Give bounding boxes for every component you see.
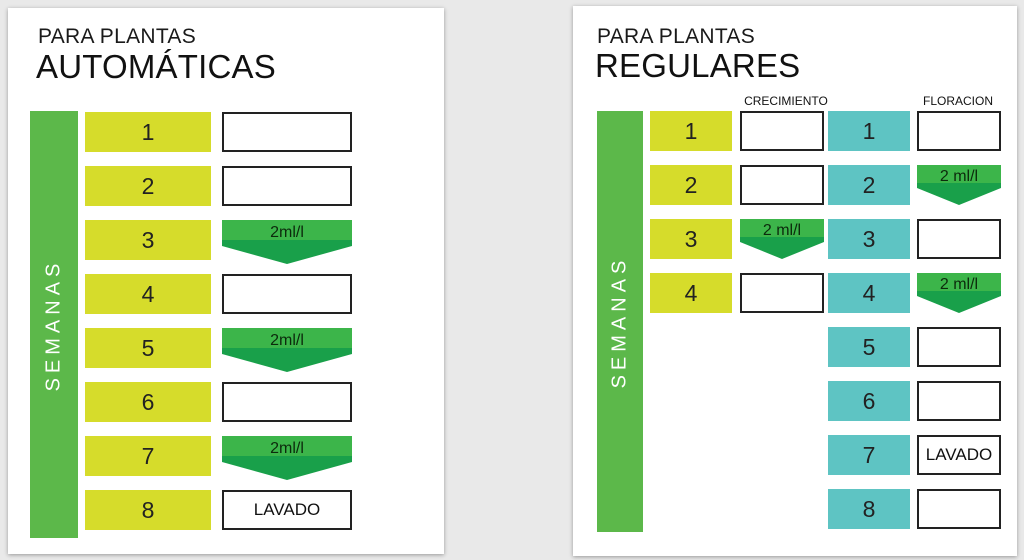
growth-week-number: 4 — [650, 273, 732, 313]
flower-week-2-dose-marker: 2 ml/l — [917, 165, 1001, 205]
growth-week-number: 1 — [650, 111, 732, 151]
auto-week-8-box: LAVADO — [222, 490, 352, 530]
flower-week-2-dose-label: 2 ml/l — [939, 168, 979, 185]
flower-week-2-dose-arrow-icon — [917, 165, 1001, 205]
auto-week-1-box — [222, 112, 352, 152]
flower-week-number: 1 — [828, 111, 910, 151]
flower-week-number: 8 — [828, 489, 910, 529]
flower-week-3-box — [917, 219, 1001, 259]
growth-week-4-box — [740, 273, 824, 313]
automaticas-card: PARA PLANTAS AUTOMÁTICAS SEMANAS 1 2 3 2ml/… — [8, 8, 444, 554]
reg-semanas-bar: SEMANAS — [597, 111, 643, 532]
auto-week-3-dose-label: 2ml/l — [270, 224, 304, 241]
flower-week-4-dose-arrow-icon — [917, 273, 1001, 313]
growth-week-number: 3 — [650, 219, 732, 259]
flower-week-number: 7 — [828, 435, 910, 475]
growth-week-3-dose-label: 2 ml/l — [762, 222, 802, 239]
auto-week-7-dose-arrow-icon — [222, 436, 352, 480]
auto-week-5-dose-arrow-icon — [222, 328, 352, 372]
flower-week-6-box — [917, 381, 1001, 421]
auto-week-7-dose-label: 2ml/l — [270, 440, 304, 457]
growth-week-3-dose-marker: 2 ml/l — [740, 219, 824, 259]
reg-title: REGULARES — [595, 47, 801, 84]
growth-week-number: 2 — [650, 165, 732, 205]
auto-week-number: 3 — [85, 220, 211, 260]
regulares-card: PARA PLANTAS REGULARES CRECIMIENTO FLORA… — [573, 6, 1017, 556]
flower-week-number: 3 — [828, 219, 910, 259]
auto-week-number: 6 — [85, 382, 211, 422]
auto-semanas-label: SEMANAS — [42, 258, 65, 391]
flower-header: FLORACION — [922, 94, 993, 108]
growth-header: CRECIMIENTO — [744, 94, 828, 108]
auto-week-number: 2 — [85, 166, 211, 206]
flower-week-number: 2 — [828, 165, 910, 205]
auto-semanas-bar: SEMANAS — [30, 111, 78, 538]
auto-title: AUTOMÁTICAS — [36, 48, 276, 85]
flower-week-number: 6 — [828, 381, 910, 421]
reg-semanas-label: SEMANAS — [608, 255, 631, 388]
growth-week-3-dose-arrow-icon — [740, 219, 824, 259]
reg-subtitle: PARA PLANTAS — [597, 25, 756, 48]
auto-week-3-dose-marker: 2ml/l — [222, 220, 352, 264]
auto-week-7-dose-marker: 2ml/l — [222, 436, 352, 480]
flower-week-4-dose-label: 2 ml/l — [939, 276, 979, 293]
growth-week-1-box — [740, 111, 824, 151]
growth-week-2-box — [740, 165, 824, 205]
auto-week-number: 8 — [85, 490, 211, 530]
flower-week-4-dose-marker: 2 ml/l — [917, 273, 1001, 313]
auto-week-6-box — [222, 382, 352, 422]
auto-week-number: 4 — [85, 274, 211, 314]
auto-week-5-dose-marker: 2ml/l — [222, 328, 352, 372]
auto-week-3-dose-arrow-icon — [222, 220, 352, 264]
flower-week-number: 5 — [828, 327, 910, 367]
auto-week-number: 1 — [85, 112, 211, 152]
flower-week-number: 4 — [828, 273, 910, 313]
auto-week-number: 7 — [85, 436, 211, 476]
auto-week-number: 5 — [85, 328, 211, 368]
auto-week-2-box — [222, 166, 352, 206]
flower-week-7-box: LAVADO — [917, 435, 1001, 475]
auto-week-4-box — [222, 274, 352, 314]
auto-week-5-dose-label: 2ml/l — [270, 332, 304, 349]
flower-week-5-box — [917, 327, 1001, 367]
flower-week-8-box — [917, 489, 1001, 529]
auto-subtitle: PARA PLANTAS — [38, 25, 197, 48]
flower-week-1-box — [917, 111, 1001, 151]
